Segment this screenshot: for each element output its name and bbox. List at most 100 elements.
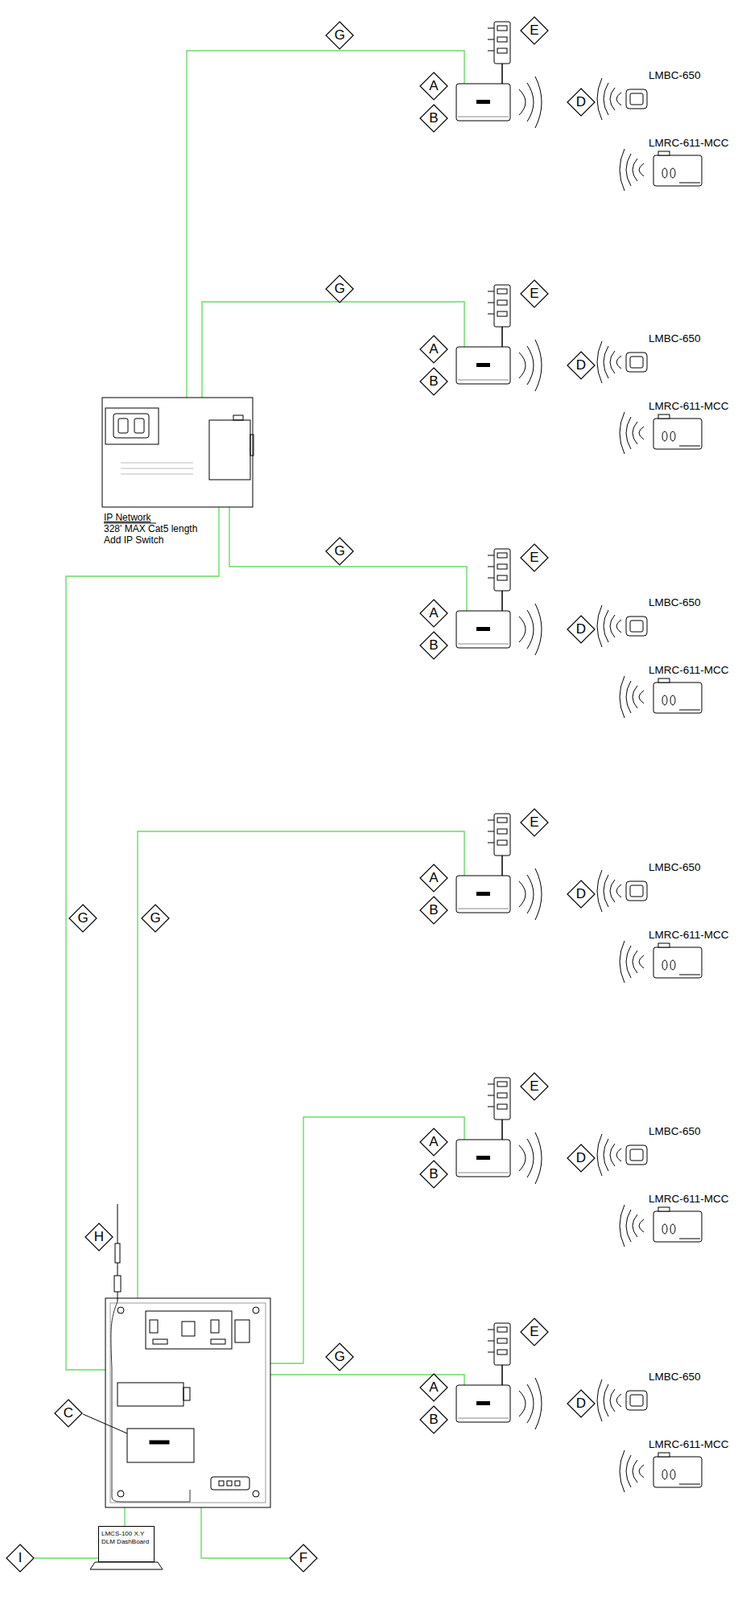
room-controller-icon — [653, 418, 702, 450]
diamond-outline — [520, 16, 549, 45]
callout-marker: E — [519, 16, 549, 46]
device-row — [456, 813, 702, 983]
callout-marker: B — [419, 1405, 449, 1435]
device-row — [456, 548, 702, 718]
leader-line — [82, 1413, 128, 1434]
radio-wave — [535, 868, 542, 920]
callout-marker: B — [419, 1159, 449, 1189]
node-text: LMRC-611-MCC — [648, 399, 730, 413]
callout-letter: B — [419, 1159, 449, 1189]
controller-button — [670, 1224, 676, 1234]
radio-wave — [616, 1393, 622, 1407]
enclosure-housing — [102, 397, 253, 508]
terminal — [497, 25, 508, 31]
radio-wave — [619, 1204, 625, 1247]
wireless-devices — [456, 21, 702, 1493]
diamond-outline — [420, 1160, 448, 1188]
controller-base — [679, 974, 701, 976]
callout-letter: A — [419, 71, 449, 101]
radio-wave — [638, 426, 644, 440]
callout-marker: H — [84, 1222, 114, 1252]
radio-wave — [519, 352, 526, 379]
radio-wave — [519, 89, 526, 116]
radio-wave — [519, 881, 526, 907]
callout-letter: D — [566, 350, 596, 380]
radio-wave — [603, 610, 609, 643]
terminal — [218, 1480, 224, 1486]
callout-letter: G — [325, 20, 355, 50]
controller-base — [679, 1238, 701, 1240]
radio-wave — [597, 1379, 602, 1422]
radio-wave — [597, 869, 602, 912]
callout-letter: B — [419, 895, 449, 925]
callout-marker: B — [419, 366, 449, 396]
callout-marker: G — [140, 903, 170, 933]
network-enclosure — [102, 397, 254, 524]
prong — [487, 313, 495, 315]
prong — [487, 577, 495, 579]
callout-letter: H — [84, 1222, 114, 1252]
radio-wave — [597, 1133, 602, 1176]
device-row — [456, 1077, 702, 1247]
controller-top — [658, 943, 670, 948]
power-supply — [494, 548, 511, 591]
bridge-icon — [626, 352, 648, 372]
bridge-icon — [626, 1390, 648, 1410]
radio-wave — [610, 614, 615, 638]
diamond-outline — [420, 864, 448, 892]
bridge-label: LMBC-650 — [647, 1125, 702, 1138]
bridge-icon — [626, 881, 648, 901]
radio-wave — [603, 874, 609, 907]
prong — [487, 1340, 495, 1342]
radio-wave — [535, 1132, 542, 1184]
radio-wave — [616, 619, 622, 633]
mounting-screw — [252, 1490, 260, 1497]
device-row — [456, 1323, 702, 1493]
router-label — [476, 1155, 491, 1160]
callout-marker: G — [325, 536, 355, 566]
diamond-outline — [520, 1072, 549, 1101]
node-text: LMRC-611-MCC — [648, 1192, 730, 1206]
router-label — [476, 99, 491, 104]
terminal — [497, 1092, 508, 1098]
power-cable — [501, 326, 503, 347]
radio-wave — [638, 1464, 644, 1478]
network-enclosure: IP Network328' MAX Cat5 lengthAdd IP Swi… — [102, 397, 253, 508]
router-base — [457, 379, 509, 381]
room-controller-icon — [653, 155, 702, 186]
breaker — [149, 1319, 158, 1333]
callout-marker: A — [419, 71, 449, 101]
radio-wave — [527, 610, 534, 649]
device-label — [149, 1440, 170, 1444]
callout-marker: E — [519, 1071, 549, 1101]
prong — [487, 50, 495, 52]
callout-letter: D — [566, 1143, 596, 1173]
callout-letter: B — [419, 103, 449, 133]
terminal — [497, 288, 508, 294]
callout-marker: B — [419, 895, 449, 925]
callout-letter: E — [519, 1071, 549, 1101]
antenna — [114, 1203, 121, 1302]
terminal — [497, 575, 508, 581]
power-cable — [501, 1364, 503, 1386]
diamond-outline — [567, 880, 595, 908]
diamond-outline — [325, 275, 354, 303]
terminal-strip — [210, 1339, 226, 1344]
router-label — [476, 362, 491, 367]
diamond-outline — [420, 1405, 448, 1434]
terminal — [497, 1327, 508, 1332]
switch-connector — [183, 1387, 190, 1401]
diamond-outline — [141, 904, 170, 932]
diamond-outline — [6, 1544, 34, 1572]
callout-marker: D — [566, 1143, 596, 1173]
radio-wave — [603, 1138, 609, 1171]
controller-button — [670, 695, 676, 705]
prong — [487, 28, 495, 29]
diamond-outline — [567, 88, 595, 116]
radio-wave — [519, 616, 526, 643]
router-base — [457, 1172, 509, 1174]
room-controller-icon — [653, 1456, 702, 1488]
power-cable — [501, 63, 503, 84]
radio-wave — [603, 1384, 609, 1417]
